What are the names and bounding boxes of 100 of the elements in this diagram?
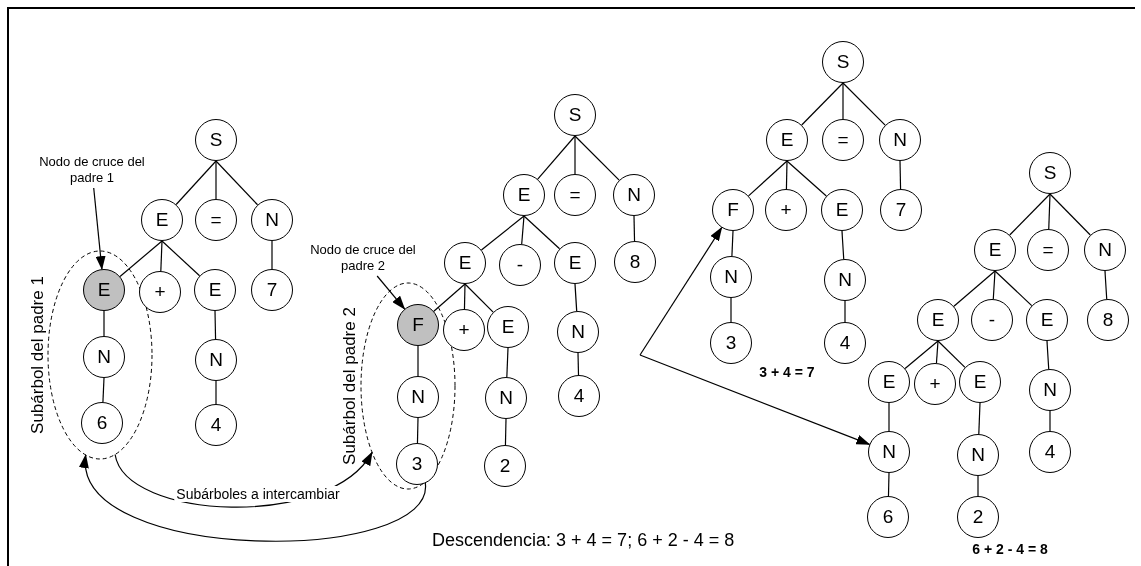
tree-node: E — [917, 299, 959, 341]
tree-node: N — [557, 311, 599, 353]
tree-branch — [103, 310, 105, 337]
tree-branch — [271, 240, 273, 270]
tree-node: E — [821, 189, 863, 231]
tree-branch — [978, 402, 981, 435]
tree-branch — [506, 347, 509, 378]
tree-branch — [102, 377, 105, 403]
tree-node: 3 — [396, 443, 438, 485]
tree-branch — [161, 240, 201, 277]
arrow — [93, 187, 106, 271]
tree-node: N — [957, 434, 999, 476]
tree-node: F — [712, 189, 754, 231]
highlighted-tree-node: F — [397, 304, 439, 346]
tree-branch — [841, 230, 845, 260]
tree-branch — [842, 82, 886, 126]
tree-branch — [904, 340, 939, 370]
tree-branch — [801, 82, 844, 126]
tree-branch — [215, 160, 217, 200]
tree-branch — [175, 160, 217, 206]
tree-node: 8 — [614, 241, 656, 283]
tree-branch — [844, 300, 846, 323]
tree-node: 4 — [1029, 431, 1071, 473]
tree-branch — [786, 160, 827, 197]
tree-branch — [1048, 193, 1051, 230]
tree-branch — [577, 352, 580, 376]
tree-branch — [842, 82, 844, 120]
arrow — [376, 275, 406, 310]
tree-node: + — [914, 363, 956, 405]
tree-node: E — [1026, 299, 1068, 341]
tree-branch — [215, 160, 259, 206]
tree-node: S — [195, 119, 237, 161]
tree-branch — [463, 283, 466, 310]
tree-branch — [1009, 193, 1051, 236]
tree-node: N — [710, 256, 752, 298]
tree-node: E — [194, 269, 236, 311]
tree-node: + — [765, 189, 807, 231]
tree-branch — [160, 240, 163, 272]
tree-node: N — [879, 119, 921, 161]
tree-branch — [730, 297, 732, 323]
tree-node: 7 — [880, 189, 922, 231]
tree-branch — [537, 135, 576, 180]
tree-branch — [574, 135, 620, 181]
edge-label: Subárboles a intercambiar — [174, 486, 342, 502]
tree-node: 2 — [484, 445, 526, 487]
tree-branch — [1046, 340, 1050, 370]
tree-node: - — [499, 244, 541, 286]
tree-branch — [994, 270, 1033, 307]
equation-result: 6 + 2 - 4 = 8 — [972, 541, 1048, 557]
tree-node: E — [554, 242, 596, 284]
tree-node: N — [1084, 229, 1126, 271]
tree-node: N — [83, 336, 125, 378]
vertical-label: Subárbol del padre 2 — [340, 306, 360, 467]
tree-node: E — [141, 199, 183, 241]
tree-branch — [464, 283, 494, 313]
tree-branch — [937, 340, 966, 368]
tree-node: 4 — [195, 404, 237, 446]
tree-branch — [504, 418, 507, 446]
tree-branch — [433, 283, 466, 312]
tree-node: = — [1027, 229, 1069, 271]
tree-node: 8 — [1087, 299, 1129, 341]
tree-branch — [119, 240, 163, 278]
tree-node: E — [974, 229, 1016, 271]
tree-branch — [888, 402, 890, 432]
arrow — [639, 354, 871, 445]
offspring-caption: Descendencia: 3 + 4 = 7; 6 + 2 - 4 = 8 — [432, 530, 735, 551]
tree-branch — [521, 215, 525, 245]
tree-node: N — [824, 259, 866, 301]
tree-branch — [416, 417, 419, 444]
tree-node: 7 — [251, 269, 293, 311]
tree-node: = — [195, 199, 237, 241]
tree-node: N — [485, 377, 527, 419]
equation-result: 3 + 4 = 7 — [759, 364, 815, 380]
tree-branch — [480, 215, 525, 251]
arrow — [639, 226, 723, 356]
tree-node: S — [1029, 152, 1071, 194]
tree-node: N — [397, 376, 439, 418]
tree-node: 4 — [824, 322, 866, 364]
tree-branch — [417, 345, 419, 377]
tree-node: S — [554, 94, 596, 136]
tree-branch — [992, 270, 996, 300]
tree-node: 2 — [957, 496, 999, 538]
curved-arrow — [82, 454, 426, 542]
tree-node: = — [822, 119, 864, 161]
highlighted-tree-node: E — [83, 269, 125, 311]
vertical-label: Subárbol del padre 1 — [28, 275, 48, 436]
callout-text: Nodo de cruce del padre 1 — [30, 154, 154, 188]
tree-node: S — [822, 41, 864, 83]
tree-branch — [935, 340, 939, 364]
tree-branch — [747, 160, 788, 197]
tree-branch — [574, 135, 576, 175]
tree-branch — [523, 215, 561, 250]
tree-node: N — [868, 431, 910, 473]
tree-node: E — [503, 174, 545, 216]
tree-node: 4 — [558, 375, 600, 417]
tree-branch — [953, 270, 996, 307]
tree-branch — [1049, 193, 1091, 236]
tree-branch — [887, 472, 890, 497]
tree-branch — [899, 160, 902, 190]
tree-node: 6 — [81, 402, 123, 444]
